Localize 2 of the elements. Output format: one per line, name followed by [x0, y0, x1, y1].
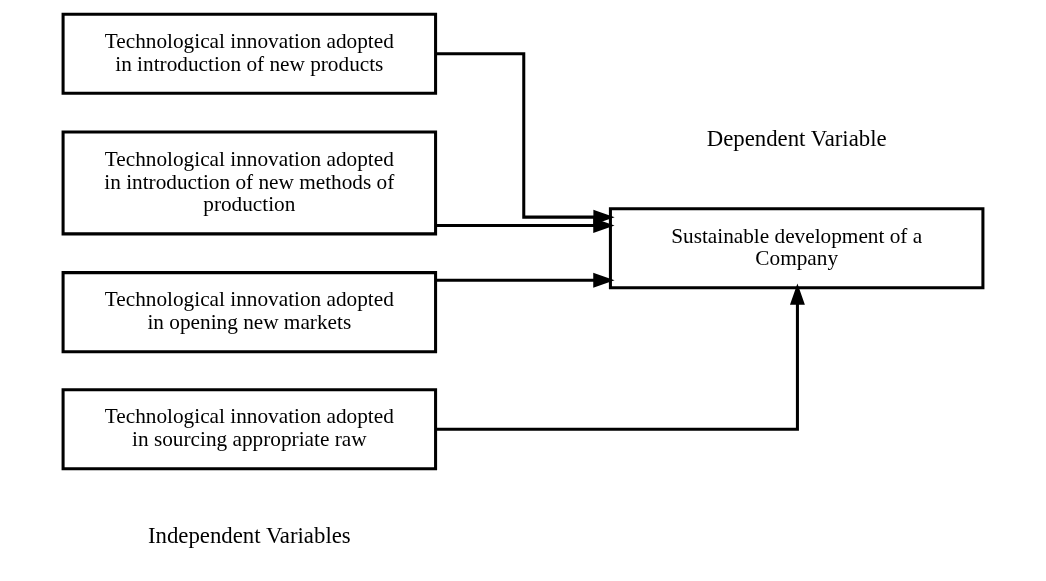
label: Independent Variables — [147, 522, 351, 548]
label: Dependent Variable — [706, 125, 887, 151]
